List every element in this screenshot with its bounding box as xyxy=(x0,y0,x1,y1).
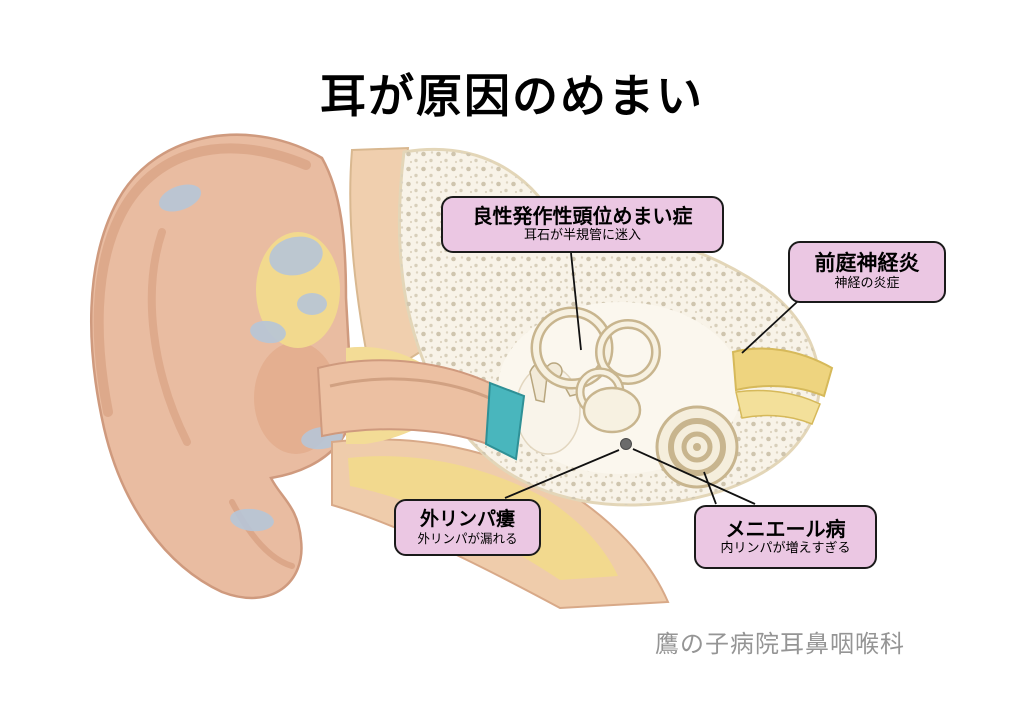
callout-perilymph-fistula-title: 外リンパ瘻 xyxy=(419,508,515,531)
leader-line-meniere-2 xyxy=(703,471,717,505)
eardrum xyxy=(484,381,526,461)
page-title: 耳が原因のめまい xyxy=(320,69,704,123)
round-window-dot xyxy=(620,438,632,450)
callout-bppv: 良性発作性頭位めまい症 耳石が半規管に迷入 xyxy=(441,196,724,253)
vestibule xyxy=(582,386,642,434)
vestibular-nerve xyxy=(731,347,834,425)
pinna-outer-ear xyxy=(89,133,355,600)
cochlea xyxy=(655,405,739,489)
callout-perilymph-fistula-subtitle: 外リンパが漏れる xyxy=(417,531,518,547)
leader-line-meniere-1 xyxy=(632,448,756,505)
blue-gray-patches xyxy=(158,184,343,532)
callout-vestibular-neuritis: 前庭神経炎 神経の炎症 xyxy=(788,241,946,303)
callout-bppv-subtitle: 耳石が半規管に迷入 xyxy=(523,228,641,244)
callout-meniere-subtitle: 内リンパが増えすぎる xyxy=(720,540,851,556)
credit-text: 鷹の子病院耳鼻咽喉科 xyxy=(655,630,905,658)
leader-line-vestibular-neuritis xyxy=(741,301,798,354)
callout-perilymph-fistula: 外リンパ瘻 外リンパが漏れる xyxy=(394,499,541,556)
leader-lines xyxy=(504,252,798,505)
leader-line-perilymph-fistula xyxy=(504,449,620,499)
callout-bppv-title: 良性発作性頭位めまい症 xyxy=(472,204,693,229)
callout-meniere: メニエール病 内リンパが増えすぎる xyxy=(694,505,877,569)
callout-vestibular-neuritis-subtitle: 神経の炎症 xyxy=(834,276,900,292)
leader-line-bppv xyxy=(570,252,582,351)
callout-meniere-title: メニエール病 xyxy=(725,516,846,541)
callout-vestibular-neuritis-title: 前庭神経炎 xyxy=(814,251,920,276)
